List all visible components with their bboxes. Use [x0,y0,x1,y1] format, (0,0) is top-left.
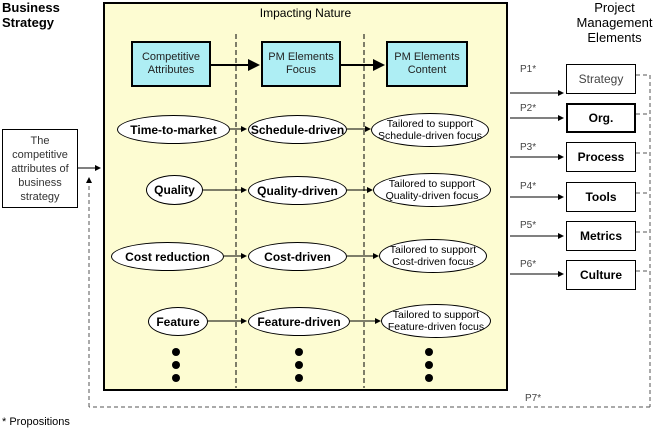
pm-element-tools: Tools [566,182,636,212]
attribute-quality: Quality [146,175,203,205]
ellipsis-dot [172,374,180,382]
pm-element-culture: Culture [566,260,636,290]
column-pm-elements-focus: PM Elements Focus [261,41,341,87]
ellipsis-dot [295,348,303,356]
pm-element-strategy: Strategy [566,64,636,94]
proposition-p2: P2* [520,103,537,114]
focus-feature-driven: Feature-driven [248,307,350,336]
footnote: * Propositions [2,416,70,428]
ellipsis-dot [295,374,303,382]
ellipsis-dot [425,348,433,356]
competitive-attributes-box: The competitive attributes of business s… [2,129,78,208]
column-competitive-attributes: Competitive Attributes [131,41,211,87]
focus-quality-driven: Quality-driven [248,176,347,205]
pm-element-process: Process [566,142,636,172]
impacting-nature-heading: Impacting Nature [259,6,352,20]
focus-schedule-driven: Schedule-driven [248,115,347,144]
proposition-p1: P1* [520,64,537,75]
ellipsis-dot [425,374,433,382]
ellipsis-dot [425,361,433,369]
proposition-p3: P3* [520,142,537,153]
pm-elements-heading: Project Management Elements [576,0,653,45]
ellipsis-dot [172,361,180,369]
proposition-p5: P5* [520,220,537,231]
content-feature-driven: Tailored to support Feature-driven focus [381,304,491,338]
attribute-feature: Feature [148,307,208,336]
business-strategy-heading: Business Strategy [2,0,60,30]
proposition-p7: P7* [525,393,542,404]
attribute-time-to-market: Time-to-market [117,115,230,144]
proposition-p6: P6* [520,259,537,270]
ellipsis-dot [172,348,180,356]
column-pm-elements-content: PM Elements Content [386,41,468,87]
content-schedule-driven: Tailored to support Schedule-driven focu… [371,113,489,147]
content-quality-driven: Tailored to support Quality-driven focus [373,173,491,207]
focus-cost-driven: Cost-driven [248,242,347,271]
ellipsis-dot [295,361,303,369]
attribute-cost-reduction: Cost reduction [111,242,224,271]
content-cost-driven: Tailored to support Cost-driven focus [379,239,487,273]
proposition-p4: P4* [520,181,537,192]
pm-element-org: Org. [566,103,636,133]
pm-element-metrics: Metrics [566,221,636,251]
